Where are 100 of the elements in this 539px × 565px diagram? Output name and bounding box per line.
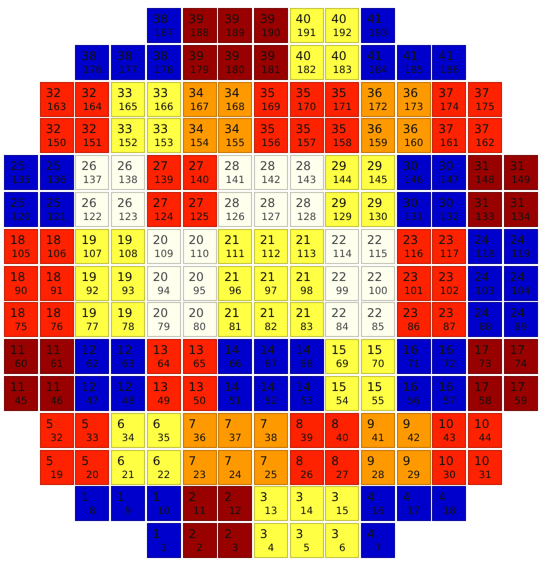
group-number: 19 xyxy=(117,270,132,284)
group-number: 20 xyxy=(188,270,204,284)
cell-number: 68 xyxy=(299,359,314,372)
grid-cell xyxy=(504,266,538,301)
cell-number: 100 xyxy=(367,286,389,298)
cell-number: 118 xyxy=(474,248,496,261)
group-number: 24 xyxy=(510,306,526,320)
group-number: 18 xyxy=(46,232,61,247)
group-number: 30 xyxy=(402,159,418,174)
cell-number: 120 xyxy=(10,212,32,224)
cell-number: 18 xyxy=(442,506,457,518)
cell-number: 176 xyxy=(82,64,103,77)
cell-number: 107 xyxy=(82,248,103,261)
grid-cell xyxy=(254,450,288,485)
group-number: 9 xyxy=(402,454,410,468)
grid-cell xyxy=(75,192,110,227)
grid-cell xyxy=(468,228,502,264)
cell-number: 43 xyxy=(442,432,457,445)
group-number: 21 xyxy=(260,306,276,320)
grid-cell xyxy=(218,155,252,190)
grid-cell xyxy=(111,339,146,374)
group-number: 41 xyxy=(402,48,418,63)
cell-number: 47 xyxy=(85,396,100,408)
cell-number: 89 xyxy=(513,322,528,334)
grid-cell xyxy=(361,8,395,43)
group-number: 31 xyxy=(474,159,490,174)
cell-number: 150 xyxy=(46,138,68,150)
group-number: 35 xyxy=(260,86,276,100)
grid-cell xyxy=(325,228,360,264)
group-number: 25 xyxy=(10,196,26,210)
grid-cell xyxy=(218,302,252,338)
grid-cell xyxy=(111,118,146,154)
group-number: 23 xyxy=(402,270,418,284)
group-number: 23 xyxy=(438,306,454,320)
group-number: 24 xyxy=(474,232,490,247)
grid-cell xyxy=(218,412,252,448)
cell-number: 97 xyxy=(264,286,278,298)
group-number: 1 xyxy=(152,490,160,504)
grid-cell xyxy=(290,192,324,227)
group-number: 12 xyxy=(117,380,132,394)
grid-cell xyxy=(4,192,38,227)
group-number: 26 xyxy=(81,196,97,210)
cell-number: 153 xyxy=(153,138,174,150)
grid-cell xyxy=(182,228,216,264)
cell-number: 10 xyxy=(156,506,172,518)
cell-number: 135 xyxy=(10,175,32,188)
grid-cell xyxy=(182,486,216,522)
group-number: 3 xyxy=(260,527,268,542)
grid-cell xyxy=(468,266,502,301)
cell-number: 45 xyxy=(14,396,28,408)
group-number: 20 xyxy=(188,232,204,247)
cell-number: 88 xyxy=(478,322,492,334)
grid-cell xyxy=(290,155,324,190)
cell-number: 23 xyxy=(192,470,207,482)
grid-cell xyxy=(40,82,74,117)
grid-cell xyxy=(432,118,466,154)
group-number: 22 xyxy=(367,270,382,284)
cell-number: 66 xyxy=(228,359,243,372)
grid-cell xyxy=(146,8,181,43)
grid-cell xyxy=(146,192,181,227)
grid-cell xyxy=(361,118,395,154)
grid-cell xyxy=(146,339,181,374)
group-number: 8 xyxy=(296,454,304,468)
group-number: 6 xyxy=(117,454,125,468)
group-number: 28 xyxy=(296,196,311,210)
cell-number: 145 xyxy=(367,175,389,188)
group-number: 24 xyxy=(474,306,490,320)
grid-cell xyxy=(218,82,252,117)
grid-cell xyxy=(218,450,252,485)
group-number: 38 xyxy=(117,48,132,63)
grid-cell xyxy=(111,376,146,411)
grid-cell xyxy=(111,486,146,522)
group-number: 34 xyxy=(224,86,240,100)
grid-cell xyxy=(361,302,395,338)
group-number: 14 xyxy=(224,343,240,358)
grid-cell xyxy=(325,486,360,522)
cell-number: 59 xyxy=(513,396,528,408)
group-number: 28 xyxy=(260,196,276,210)
group-number: 17 xyxy=(474,343,490,358)
cell-number: 136 xyxy=(46,175,68,188)
group-number: 1 xyxy=(117,490,125,504)
cell-number: 4 xyxy=(266,543,276,556)
group-number: 9 xyxy=(367,416,375,431)
group-number: 4 xyxy=(438,490,446,504)
grid-cell xyxy=(4,339,38,374)
group-number: 16 xyxy=(402,343,418,358)
cell-number: 124 xyxy=(153,212,174,224)
group-number: 12 xyxy=(81,380,97,394)
cell-number: 51 xyxy=(228,396,243,408)
grid-cell xyxy=(361,192,395,227)
grid-cell xyxy=(182,412,216,448)
cell-number: 82 xyxy=(264,322,278,334)
cell-number: 15 xyxy=(334,506,350,518)
grid-cell xyxy=(468,450,502,485)
group-number: 25 xyxy=(46,196,61,210)
grid-cell xyxy=(75,118,110,154)
cell-number: 131 xyxy=(403,212,424,224)
group-number: 4 xyxy=(402,490,410,504)
group-number: 7 xyxy=(224,454,232,468)
grid-cell xyxy=(254,486,288,522)
